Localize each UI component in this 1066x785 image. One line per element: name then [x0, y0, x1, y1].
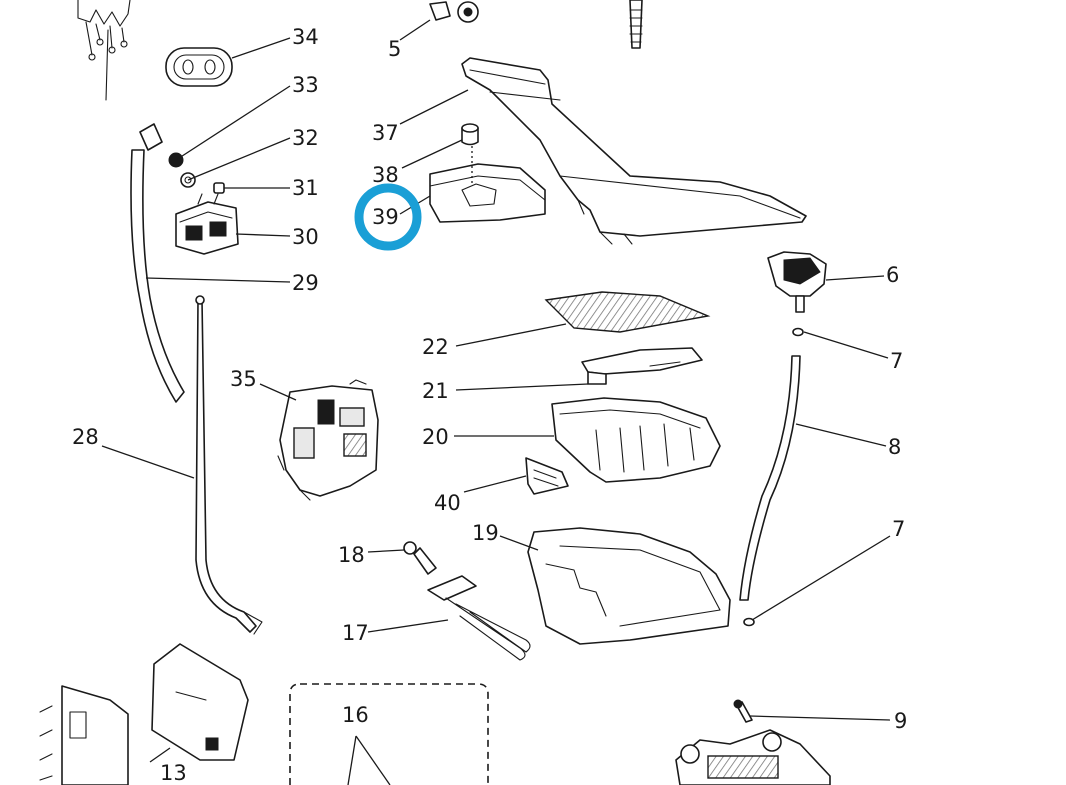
- label-37: 37: [372, 121, 399, 145]
- label-18: 18: [338, 543, 365, 567]
- pressure-switch-part-6: [767, 251, 827, 313]
- top-duct-part-37: [461, 57, 807, 245]
- filter-pad-part-22: [544, 291, 711, 333]
- screw-part-9: [733, 699, 753, 723]
- label-28: 28: [72, 425, 99, 449]
- wiring-harness-part: [77, 0, 131, 101]
- leader-lines: [101, 19, 891, 785]
- cable-part-28: [195, 295, 263, 635]
- label-9: 9: [894, 709, 907, 733]
- drawer-part-20: [551, 397, 721, 483]
- valve-part-5: [429, 0, 643, 49]
- electronics-board-part-13: [39, 643, 249, 785]
- tube-part-8: [739, 355, 801, 601]
- heating-element-part-17: [427, 575, 531, 661]
- label-17: 17: [342, 621, 369, 645]
- siphon-cap-part-39: [429, 163, 546, 223]
- label-39: 39: [372, 205, 399, 229]
- o-ring-part-7: [743, 327, 804, 627]
- insert-part-40: [525, 457, 569, 495]
- hose-part-29: [130, 123, 185, 403]
- label-38: 38: [372, 163, 399, 187]
- label-32: 32: [292, 126, 319, 150]
- lid-part-21: [581, 347, 703, 385]
- label-35: 35: [230, 367, 257, 391]
- label-6: 6: [886, 263, 899, 287]
- label-8: 8: [888, 435, 901, 459]
- label-13: 13: [160, 761, 187, 785]
- label-21: 21: [422, 379, 449, 403]
- label-5: 5: [388, 37, 401, 61]
- label-20: 20: [422, 425, 449, 449]
- label-29: 29: [292, 271, 319, 295]
- door-lock-part-35: [277, 379, 379, 501]
- connector-block-part-30: [175, 193, 239, 255]
- label-7-upper: 7: [890, 349, 903, 373]
- label-22: 22: [422, 335, 449, 359]
- drawer-housing-part-19: [527, 527, 731, 645]
- label-40: 40: [434, 491, 461, 515]
- cap-part-38: [461, 123, 479, 146]
- highlight-ring: [354, 183, 422, 251]
- bolt-part-18: [403, 541, 437, 575]
- label-31: 31: [292, 176, 319, 200]
- label-30: 30: [292, 225, 319, 249]
- label-33: 33: [292, 73, 319, 97]
- label-16: 16: [342, 703, 369, 727]
- label-7-lower: 7: [892, 517, 905, 541]
- grommet-part-34: [165, 47, 233, 87]
- hardware-kit-box-part-16: [289, 683, 489, 785]
- label-34: 34: [292, 25, 319, 49]
- label-19: 19: [472, 521, 499, 545]
- motor-part: [675, 729, 831, 785]
